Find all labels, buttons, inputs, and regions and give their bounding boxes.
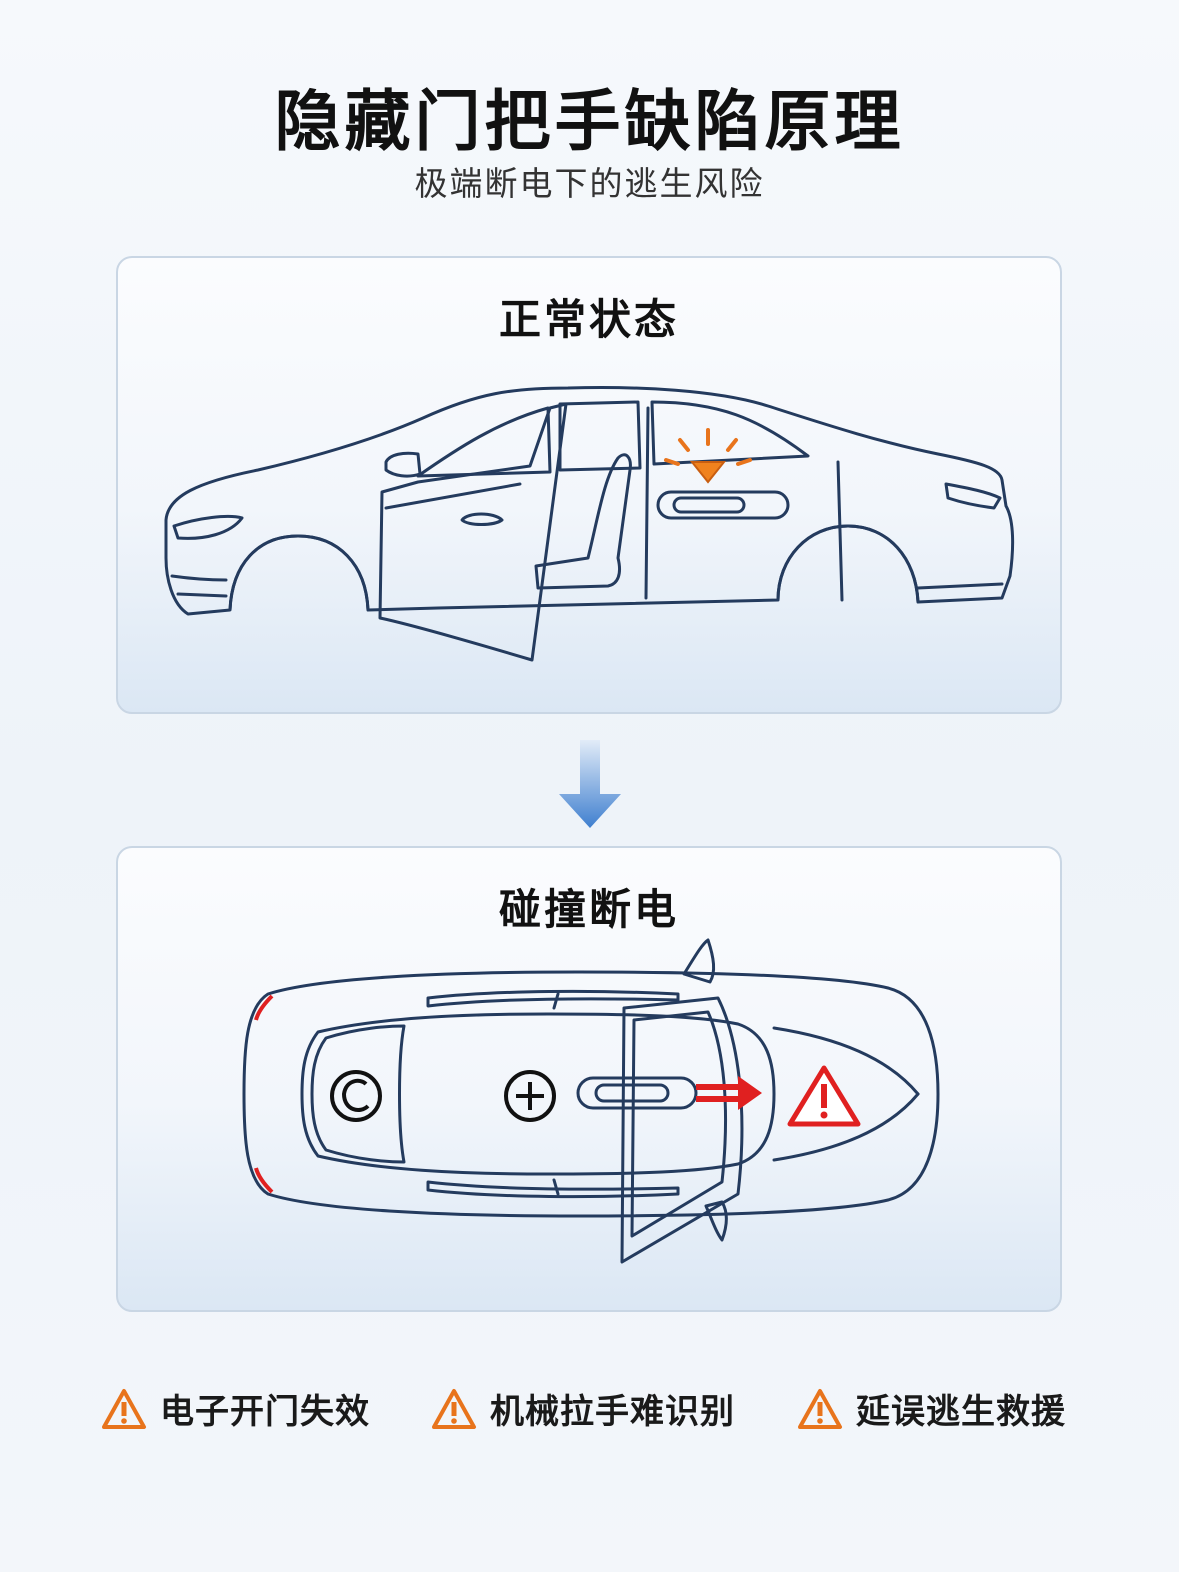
plus-circle-icon (504, 1070, 556, 1122)
page-subtitle: 极端断电下的逃生风险 (414, 164, 765, 203)
warning-text: 机械拉手难识别 (490, 1392, 735, 1432)
normal-state-label: 正常状态 (498, 295, 679, 344)
copyright-icon (330, 1070, 382, 1122)
page-title: 隐藏门把手缺陷原理 (274, 83, 905, 160)
light-glow-icon (664, 428, 752, 466)
down-arrow-icon (559, 740, 621, 828)
light-indicator (689, 461, 727, 484)
normal-state-panel: 正常状态 (116, 256, 1062, 714)
warning-triangle-icon (432, 1388, 476, 1429)
warning-item: 延误逃生救援 (796, 1384, 1066, 1433)
warning-text: 电子开门失效 (160, 1392, 370, 1432)
crash-power-off-label: 碰撞断电 (498, 885, 679, 934)
warning-text: 延误逃生救援 (856, 1392, 1066, 1432)
warning-item: 机械拉手难识别 (430, 1384, 735, 1433)
pull-direction-arrow (696, 1076, 762, 1110)
warning-item: 电子开门失效 (100, 1384, 370, 1433)
warning-list: 电子开门失效 机械拉手难识别 延误逃生救援 (0, 1384, 1179, 1444)
car-side-view-illustration (164, 386, 1015, 662)
warning-triangle-icon (787, 1065, 861, 1127)
warning-triangle-icon (798, 1388, 842, 1429)
warning-triangle-icon (102, 1388, 146, 1429)
crash-power-off-panel: 碰撞断电 (116, 846, 1062, 1312)
car-top-view-illustration (242, 938, 940, 1264)
